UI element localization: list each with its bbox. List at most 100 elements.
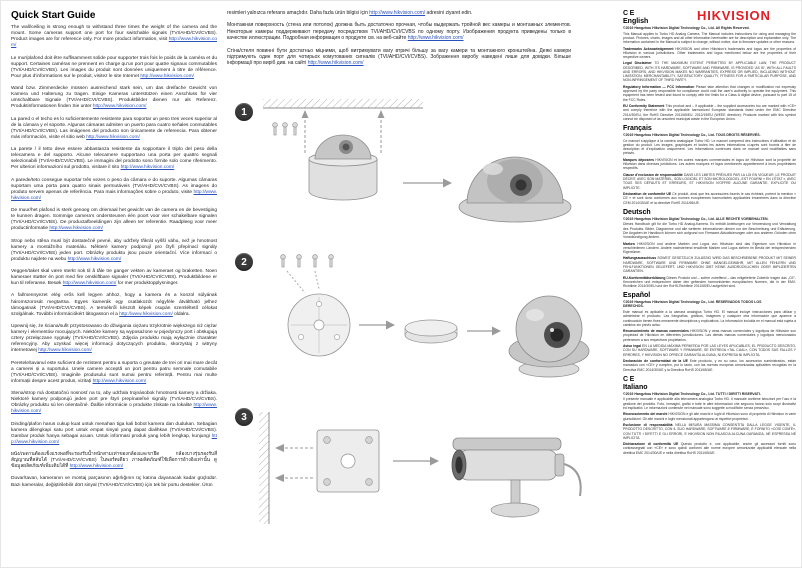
intro-paragraph: Peretele/tavanul este suficient de rezis… bbox=[11, 361, 217, 386]
legal-text: Ce manuel s’applique à la caméra analogi… bbox=[623, 138, 796, 156]
paragraph-text: resimleri yalnızca referans amaçlıdır. D… bbox=[227, 10, 368, 16]
ce-mark-icon: CE bbox=[623, 375, 636, 383]
legal-paragraph: Legal Disclaimer TO THE MAXIMUM EXTENT P… bbox=[623, 61, 796, 82]
installation-step-1: 1 bbox=[227, 93, 611, 243]
hikvision-link[interactable]: http://www.hikvision.com/ bbox=[38, 348, 92, 354]
hikvision-link[interactable]: http://www.hikvision.com/ bbox=[62, 281, 117, 287]
section-deutsch: Deutsch ©2019 Hangzhou Hikvision Digital… bbox=[623, 209, 796, 289]
copyright-note: ©2019 Hangzhou Hikvision Digital Technol… bbox=[623, 391, 761, 396]
legal-text: EN LA MEDIDA MÁXIMA PERMITIDA POR LAS LE… bbox=[623, 344, 796, 357]
legal-paragraph-list: Il presente manuale è applicabile alla t… bbox=[623, 397, 796, 455]
hikvision-link[interactable]: http://www.hikvision.com/ bbox=[407, 35, 464, 42]
legal-paragraph: Haftungsausschluss SOWEIT GESETZLICH ZUL… bbox=[623, 256, 796, 273]
hikvision-link[interactable]: http://www.hikvision.com/ bbox=[67, 256, 122, 262]
legal-paragraph: Reconocimiento de marcas comerciales HIK… bbox=[623, 329, 796, 342]
legal-paragraph: Aviso legal EN LA MEDIDA MÁXIMA PERMITID… bbox=[623, 344, 796, 357]
continuation-paragraph: Монтажная поверхность (стена или потолок… bbox=[227, 22, 571, 41]
paragraph-text: A parede/teto consegue suportar três vez… bbox=[11, 177, 217, 195]
legal-paragraph: Il presente manuale è applicabile alla t… bbox=[623, 397, 796, 410]
paragraph-text: Стіна/стеля повинні бути достатньо міцни… bbox=[227, 47, 571, 67]
legal-text: SOWEIT GESETZLICH ZULÄSSIG WIRD DAS BESC… bbox=[623, 256, 796, 274]
hikvision-link[interactable]: http://www.hikvision.com/ bbox=[11, 433, 217, 445]
legal-text: HIKVISION et les autres marques commerci… bbox=[623, 157, 796, 171]
paragraph-text: Le mur/plafond doit être suffisamment so… bbox=[11, 55, 217, 79]
legal-text: DANS LES LIMITES PRÉVUES PAR LA LOI EN V… bbox=[623, 172, 796, 190]
legal-text: NELLA MISURA MASSIMA CONSENTITA DALLA LE… bbox=[623, 423, 796, 440]
intro-paragraph: La parete / il tetto deve essere abbasta… bbox=[11, 147, 217, 172]
section-heading-francais: Français bbox=[623, 125, 652, 133]
legal-paragraph-list: This Manual applies to Turbo HD Analog C… bbox=[623, 32, 796, 122]
hikvision-link[interactable]: http://www.hikvision.com/ bbox=[369, 10, 426, 16]
legal-subheading: Esclusione di responsabilità bbox=[623, 423, 673, 428]
hikvision-link[interactable]: http://www.hikvision.com/ bbox=[69, 464, 124, 470]
hikvision-link[interactable]: http://www.hikvision.com/ bbox=[140, 73, 194, 79]
paragraph-text: Veggen/taket skal være sterkt nok til å … bbox=[11, 269, 217, 287]
step-number-badge: 2 bbox=[235, 253, 253, 271]
legal-subheading: Marken bbox=[623, 241, 635, 246]
legal-subheading: Regulatory Information — FCC Information bbox=[623, 84, 695, 89]
copyright-note: ©2019 Hangzhou Hikvision Digital Technol… bbox=[623, 133, 761, 138]
page-title: Quick Start Guide bbox=[11, 10, 96, 21]
section-heading-english: English bbox=[623, 18, 649, 25]
hikvision-link[interactable]: http://www.hikvision.com/ bbox=[119, 311, 173, 317]
legal-subheading: EU-Konformitätserklärung bbox=[623, 275, 666, 280]
legal-subheading: Clause d’exclusion de responsabilité bbox=[623, 172, 683, 177]
hikvision-link[interactable]: http://www.hikvision.com/ bbox=[92, 104, 147, 110]
legal-text: Il presente manuale è applicabile alla t… bbox=[623, 397, 796, 410]
legal-subheading: Declaración de conformidad de la UE bbox=[623, 359, 688, 364]
paragraph-text: ผนัง/เพดานต้องแข็งแรงพอที่จะรองรับน้ำหนั… bbox=[11, 452, 217, 470]
legal-subheading: Déclaration de conformité UE bbox=[623, 192, 672, 196]
legal-text: Este producto, y en su caso, los accesor… bbox=[623, 359, 796, 372]
intro-paragraph: Stena/strop má dostatočnú nosnosť na to,… bbox=[11, 391, 217, 416]
paragraph-text: The wall/ceiling is strong enough to wit… bbox=[11, 25, 217, 43]
legal-paragraph: Ce manuel s’applique à la caméra analogi… bbox=[623, 139, 796, 156]
hikvision-link[interactable]: http://www.hikvision.com/ bbox=[11, 403, 217, 415]
intro-paragraph: La pared o el techo es lo suficientement… bbox=[11, 117, 217, 142]
hikvision-link[interactable]: http://www.hikvision.com/ bbox=[11, 37, 217, 49]
legal-subheading: EU Conformity Statement bbox=[623, 104, 665, 109]
legal-subheading: Marques déposées bbox=[623, 157, 654, 162]
intro-paragraph: Strop nebo stěna musí být dostatečně pev… bbox=[11, 239, 217, 264]
legal-paragraph: EU-Konformitätserklärung Dieses Produkt … bbox=[623, 276, 796, 289]
continuation-paragraph: Стіна/стеля повинні бути достатньо міцни… bbox=[227, 48, 571, 67]
paragraph-text: Stena/strop má dostatočnú nosnosť na to,… bbox=[11, 391, 217, 409]
continuation-paragraph: resimleri yalnızca referans amaçlıdır. D… bbox=[227, 10, 571, 16]
legal-text: This product and – if applicable – the s… bbox=[623, 104, 796, 121]
legal-subheading: Reconocimiento de marcas comerciales bbox=[623, 329, 689, 334]
section-espanol: Español ©2019 Hangzhou Hikvision Digital… bbox=[623, 292, 796, 371]
hikvision-link[interactable]: http://www.hikvision.com/ bbox=[11, 189, 217, 201]
section-english: CE English ©2019 Hangzhou Hikvision Digi… bbox=[623, 10, 796, 121]
bullet-camera-installation-diagram bbox=[259, 412, 582, 524]
section-heading-deutsch: Deutsch bbox=[623, 208, 651, 216]
hikvision-link[interactable]: http://www.hikvision.com/ bbox=[307, 60, 364, 67]
intro-paragraph: Duvar/tavan, kameranın ve montaj parçası… bbox=[11, 476, 217, 488]
right-column: CE English ©2019 Hangzhou Hikvision Digi… bbox=[623, 9, 796, 565]
intro-paragraph: De muur/het plafond is sterk genoeg om d… bbox=[11, 208, 217, 233]
intro-paragraph: Wand bzw. Zimmerdecke müssen ausreichend… bbox=[11, 86, 217, 111]
legal-paragraph: Marques déposées HIKVISION et les autres… bbox=[623, 158, 796, 171]
legal-text: HIKVISION und andere Marken und Logos vo… bbox=[623, 241, 796, 255]
legal-paragraph-list: Ce manuel s’applique à la caméra analogi… bbox=[623, 139, 796, 205]
intro-paragraph-list: The wall/ceiling is strong enough to wit… bbox=[11, 25, 217, 489]
hikvision-link[interactable]: http://www.hikvision.com/ bbox=[49, 226, 103, 232]
hikvision-link[interactable]: http://www.hikvision.com/ bbox=[92, 378, 147, 384]
legal-paragraph: Esclusione di responsabilità NELLA MISUR… bbox=[623, 423, 796, 440]
step-number-badge: 3 bbox=[235, 408, 253, 426]
legal-subheading: Riconoscimento dei marchi bbox=[623, 412, 668, 417]
paragraph-text: Upewnij się, że ściana/sufit przystosowa… bbox=[11, 323, 217, 354]
paragraph-text: Wand bzw. Zimmerdecke müssen ausreichend… bbox=[11, 86, 217, 110]
paragraph-text: A fal/mennyezet elég erős kell legyen ah… bbox=[11, 293, 217, 317]
hikvision-link[interactable]: http://www.hikvision.com/ bbox=[86, 134, 140, 140]
legal-paragraph: Clause d’exclusion de responsabilité DAN… bbox=[623, 173, 796, 190]
hikvision-link[interactable]: http://www.hikvision.com/ bbox=[120, 165, 175, 171]
paragraph-text: Peretele/tavanul este suficient de rezis… bbox=[11, 360, 217, 384]
paragraph-text: Монтажная поверхность (стена или потолок… bbox=[227, 22, 571, 42]
intro-paragraph: A fal/mennyezet elég erős kell legyen ah… bbox=[11, 293, 217, 318]
paragraph-text: La parete / il tetto deve essere abbasta… bbox=[11, 147, 217, 171]
legal-text: Ce produit, ainsi que les accessoires fo… bbox=[623, 192, 796, 205]
legal-paragraph: Trademarks Acknowledgement HIKVISION and… bbox=[623, 47, 796, 60]
intro-paragraph: Upewnij się, że ściana/sufit przystosowa… bbox=[11, 324, 217, 355]
intro-paragraph: The wall/ceiling is strong enough to wit… bbox=[11, 25, 217, 50]
paragraph-text: Duvar/tavan, kameranın ve montaj parçası… bbox=[11, 476, 217, 488]
intro-paragraph: ผนัง/เพดานต้องแข็งแรงพอที่จะรองรับน้ำหนั… bbox=[11, 452, 217, 470]
